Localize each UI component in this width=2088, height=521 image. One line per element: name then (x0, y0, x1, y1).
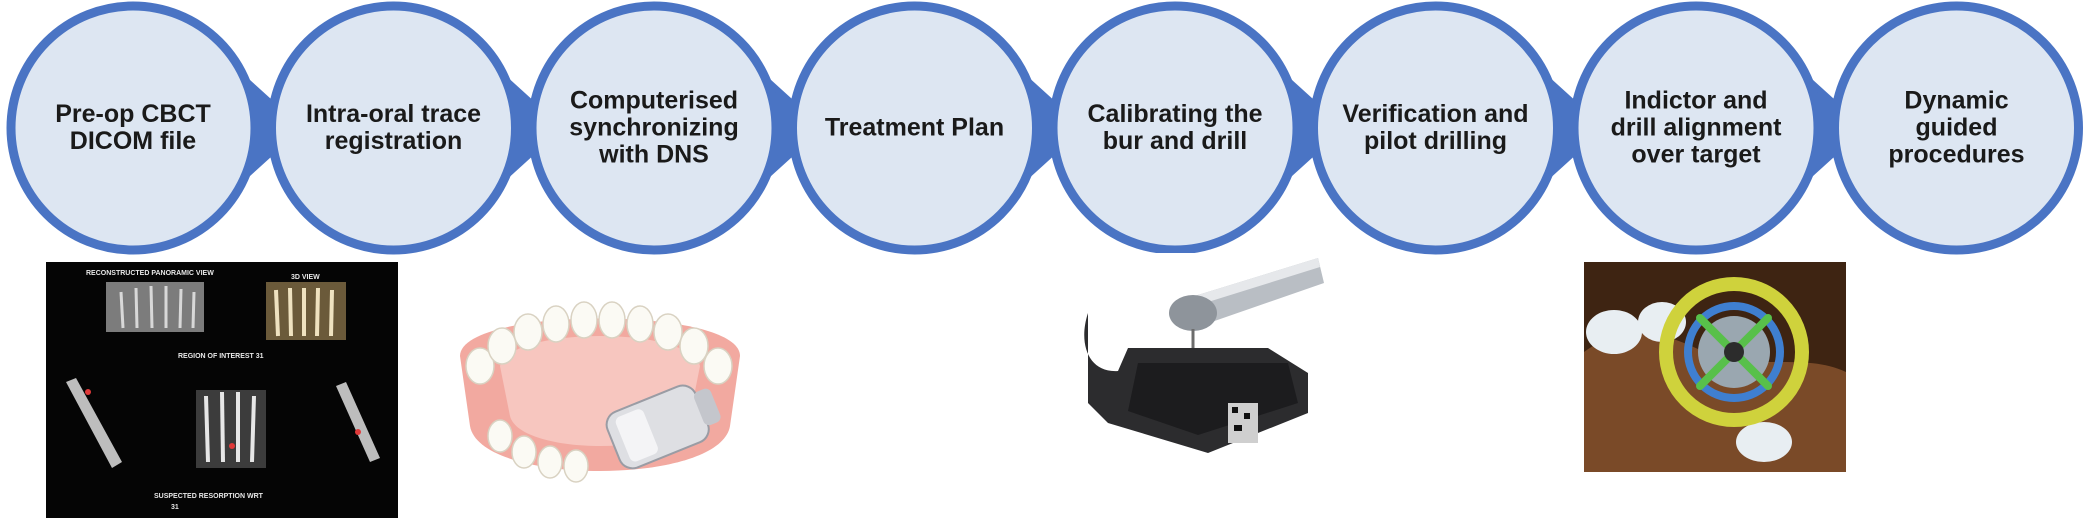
cbct-region-label: REGION OF INTEREST 31 (178, 353, 264, 360)
step-circle (788, 1, 1041, 255)
cbct-caption-line2: 31 (171, 504, 179, 511)
step-label: Treatment Plan (824, 113, 1005, 142)
step-circle (1048, 1, 1302, 255)
process-flow (6, 1, 2083, 255)
cbct-caption-line1: SUSPECTED RESORPTION WRT (154, 493, 264, 500)
cbct-title-3d: 3D VIEW (291, 274, 320, 281)
cbct-title-top: RECONSTRUCTED PANORAMIC VIEW (86, 270, 214, 277)
step-circle (527, 1, 781, 255)
step-circle (267, 1, 520, 255)
handpiece-calibrator-image (1068, 253, 1324, 465)
step-label: Pre-op CBCT DICOM file (55, 100, 211, 155)
step-label: Intra-oral trace registration (305, 100, 482, 155)
step-circle (1569, 1, 1823, 255)
step-circle (1309, 1, 1562, 255)
navigation-target-image (1584, 262, 1846, 472)
step-label: Indictor and drill alignment over target (1610, 86, 1782, 169)
step-circle (1830, 1, 2083, 255)
step-label: Computerised synchronizing with DNS (569, 86, 739, 169)
step-label: Verification and pilot drilling (1342, 100, 1529, 155)
step-circle (6, 1, 260, 255)
dental-arch-tracer-image (440, 286, 760, 516)
cbct-scan-image: RECONSTRUCTED PANORAMIC VIEW 3D VIEW REG… (46, 262, 398, 518)
step-label: Calibrating the bur and drill (1087, 100, 1263, 155)
step-label: Dynamic guided procedures (1888, 86, 2025, 169)
